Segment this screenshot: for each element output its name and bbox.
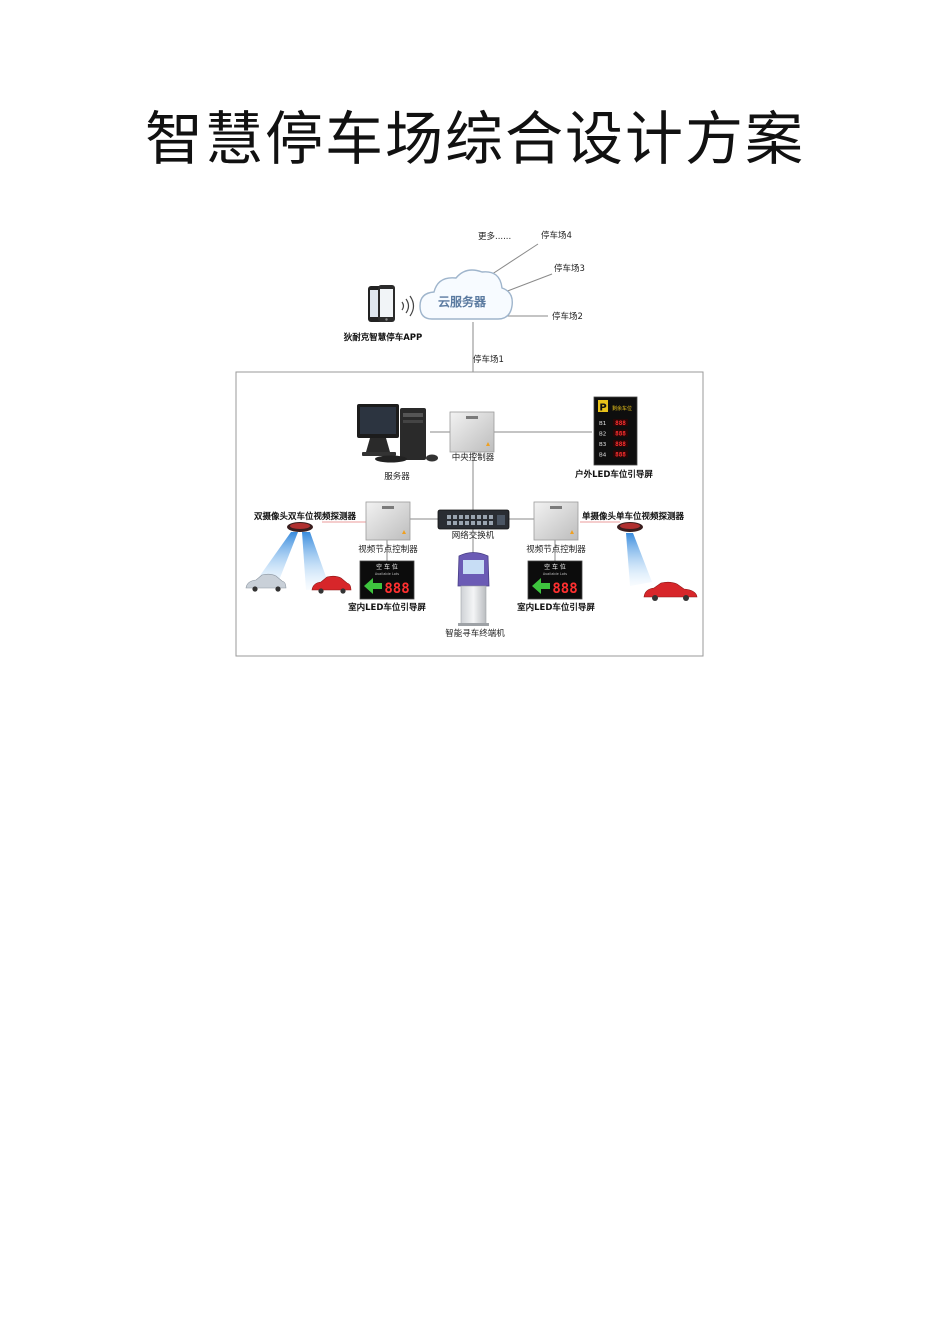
outdoor-row-display [613, 429, 628, 437]
lot3-label: 停车场3 [554, 263, 585, 274]
left-node-controller-label: 视频节点控制器 [358, 544, 418, 555]
kiosk-label: 智能寻车终端机 [445, 628, 505, 639]
outdoor-row-count: 888 [615, 420, 626, 427]
more-lots-label: 更多...... [478, 231, 511, 242]
outdoor-screen-header: 剩余车位 [612, 405, 632, 412]
left-detector-label: 双摄像头双车位视频探测器 [254, 511, 357, 522]
silver-car-icon [245, 573, 287, 592]
right-indoor-label: 室内LED车位引导屏 [517, 602, 595, 613]
server-label: 服务器 [384, 471, 410, 482]
right-indoor-header: 空 车 位 [544, 563, 566, 571]
red-car-right-icon [643, 581, 698, 601]
outdoor-row-display [613, 450, 628, 458]
right-indoor-sub: Available Lots [543, 572, 567, 576]
right-indoor-led-screen: 空 车 位 Available Lots 888 [527, 560, 583, 600]
right-arrow-icon [532, 578, 550, 594]
right-node-controller-icon [533, 501, 579, 541]
parking-lot-frame [235, 371, 704, 657]
outdoor-row-zone: B1 [599, 421, 606, 427]
lot4-label: 停车场4 [541, 230, 572, 241]
outdoor-screen-p: P [599, 403, 606, 414]
parking-kiosk-icon [457, 552, 490, 626]
right-indoor-count: 888 [552, 581, 577, 597]
outdoor-row-count: 888 [615, 441, 626, 448]
outdoor-screen-label: 户外LED车位引导屏 [574, 469, 653, 480]
lot2-label: 停车场2 [552, 311, 583, 322]
lot1-label: 停车场1 [473, 354, 504, 365]
document-title: 智慧停车场综合设计方案 [144, 105, 805, 173]
left-arrow-icon [364, 578, 382, 594]
left-indoor-label: 室内LED车位引导屏 [348, 602, 426, 613]
outdoor-row-zone: B3 [599, 442, 607, 448]
left-indoor-count: 888 [384, 581, 409, 597]
wifi-signal-icon [401, 295, 415, 317]
left-indoor-led-screen: 空 车 位 Available Lots 888 [359, 560, 415, 600]
outdoor-row-count: 888 [615, 431, 626, 438]
central-controller-label: 中央控制器 [452, 452, 495, 463]
outdoor-row-display [613, 419, 628, 426]
server-computer-icon [357, 404, 438, 463]
outdoor-row-zone: B4 [599, 453, 607, 459]
outdoor-row-zone: B2 [599, 432, 606, 438]
network-switch-icon [437, 509, 510, 530]
left-indoor-sub: Available Lots [375, 572, 399, 576]
app-label: 狄耐克智慧停车APP [343, 332, 423, 343]
right-node-controller-label: 视频节点控制器 [526, 544, 586, 555]
central-controller-icon [449, 411, 495, 453]
right-single-camera-detector [617, 522, 652, 586]
cloud-server-icon [419, 269, 513, 320]
network-links [386, 431, 592, 561]
outdoor-row-count: 888 [615, 452, 626, 459]
left-node-controller-icon [365, 501, 411, 541]
outdoor-row-display [613, 440, 628, 447]
left-dual-camera-detector [254, 522, 330, 590]
smartphone-icon [368, 285, 395, 322]
right-detector-label: 单摄像头单车位视频探测器 [582, 511, 685, 522]
left-indoor-header: 空 车 位 [376, 563, 398, 571]
switch-label: 网络交换机 [452, 530, 495, 541]
red-car-left-icon [311, 575, 352, 594]
cloud-label: 云服务器 [438, 294, 487, 309]
